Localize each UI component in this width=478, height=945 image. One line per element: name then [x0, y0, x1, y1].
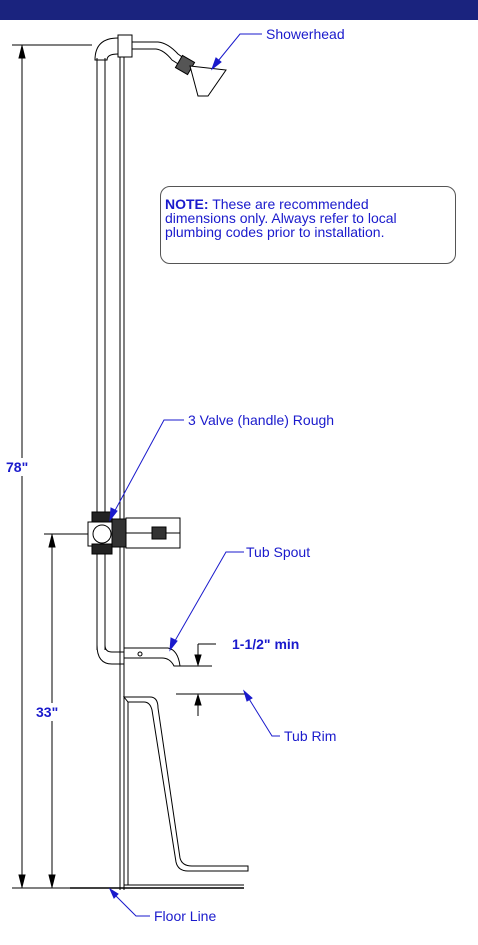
tub-spout-label: Tub Spout — [246, 544, 310, 560]
floor-line-label: Floor Line — [154, 908, 216, 924]
showerhead-drawing — [174, 54, 227, 97]
dimension-78-label: 78" — [6, 459, 28, 475]
note-line-2: dimensions only. Always refer to local — [165, 210, 397, 226]
tub-spout-drawing — [96, 644, 181, 667]
leader-lines — [108, 33, 280, 917]
riser-pipe — [96, 58, 106, 650]
spout-clearance-dimension — [176, 643, 246, 716]
note-box: NOTE: These are recommended dimensions o… — [160, 186, 456, 264]
top-border-bar — [0, 0, 478, 20]
dimension-33-label: 33" — [36, 704, 58, 720]
valve-label: 3 Valve (handle) Rough — [188, 412, 334, 428]
valve-drawing — [87, 511, 181, 555]
tub — [122, 696, 249, 886]
note-heading: NOTE: — [165, 196, 209, 212]
note-line-3: plumbing codes prior to installation. — [165, 224, 385, 240]
showerhead-label: Showerhead — [266, 26, 345, 42]
spout-clearance-label: 1-1/2" min — [232, 636, 299, 652]
note-line-1: These are recommended — [212, 196, 369, 212]
tub-rim-label: Tub Rim — [284, 728, 336, 744]
dimension-78-text-bg — [2, 458, 38, 476]
shower-arm — [94, 34, 193, 70]
dimension-33-text-bg — [28, 703, 68, 721]
